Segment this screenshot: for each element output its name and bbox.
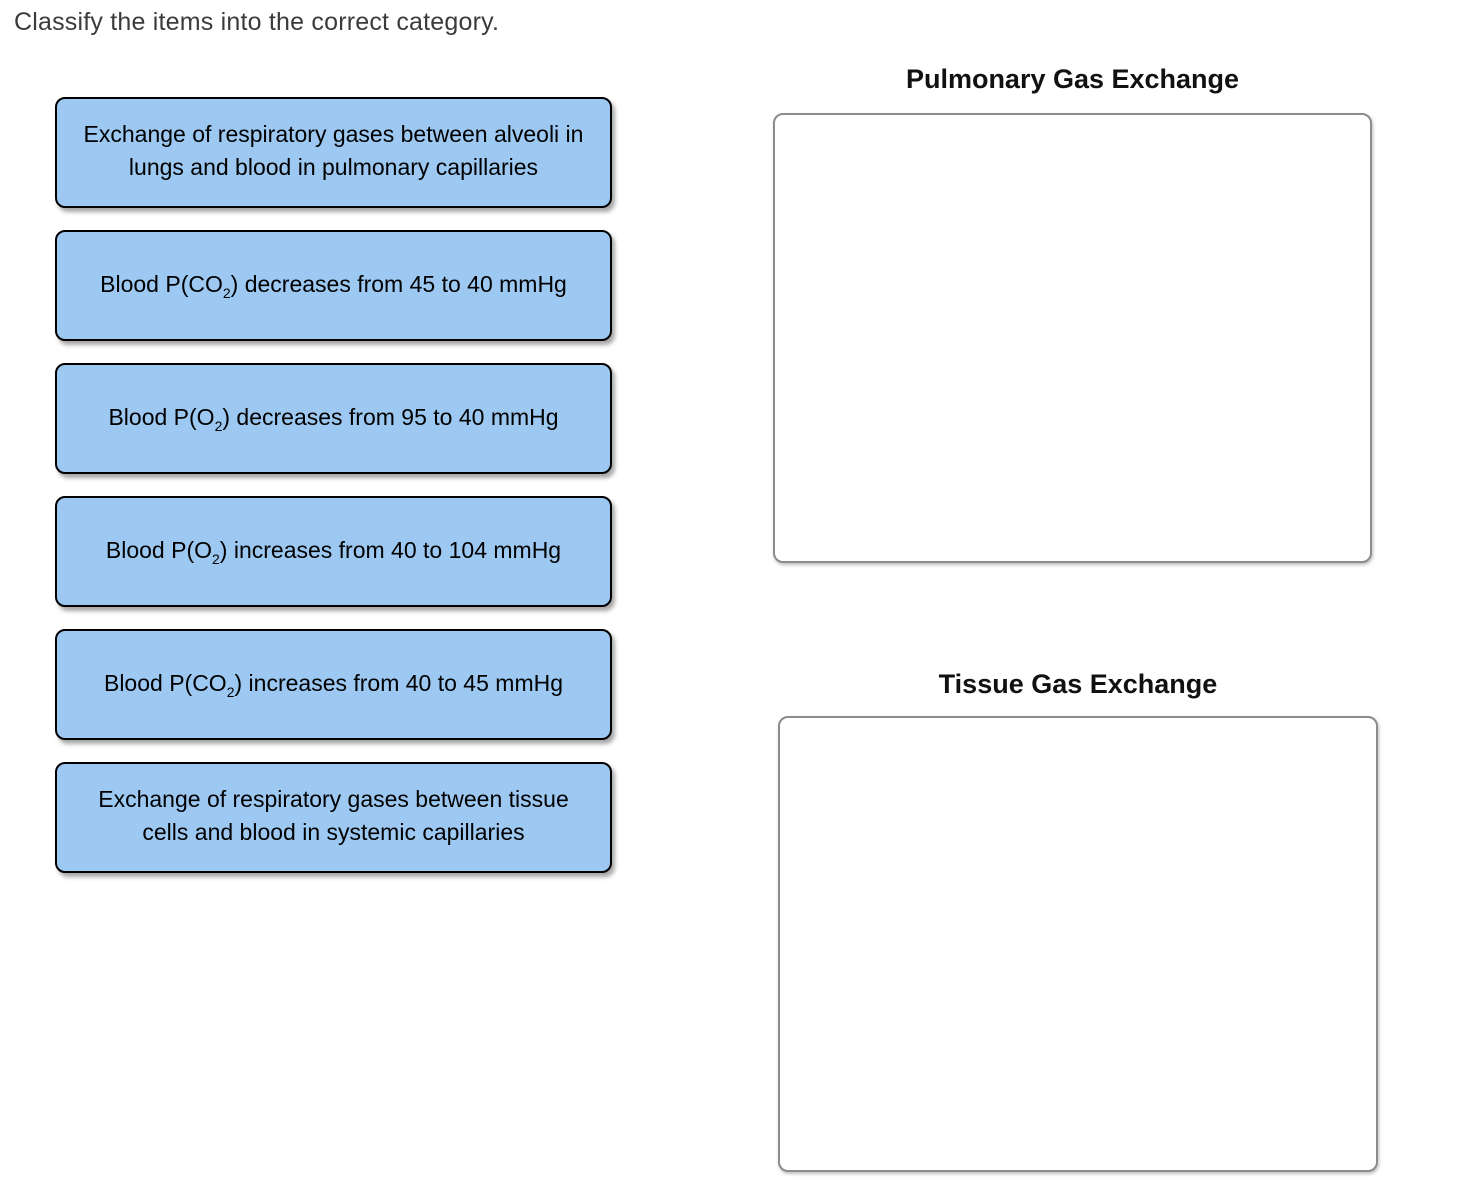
draggable-item-po2-decreases[interactable]: Blood P(O2) decreases from 95 to 40 mmHg [55, 363, 612, 474]
draggable-item-pco2-decreases[interactable]: Blood P(CO2) decreases from 45 to 40 mmH… [55, 230, 612, 341]
draggable-item-tissue-exchange[interactable]: Exchange of respiratory gases between ti… [55, 762, 612, 873]
item-label: Blood P(O2) increases from 40 to 104 mmH… [105, 536, 562, 567]
draggable-item-po2-increases[interactable]: Blood P(O2) increases from 40 to 104 mmH… [55, 496, 612, 607]
item-label: Blood P(CO2) increases from 40 to 45 mmH… [103, 669, 564, 700]
item-label: Blood P(CO2) decreases from 45 to 40 mmH… [100, 270, 567, 301]
item-label: Exchange of respiratory gases between ti… [98, 786, 569, 845]
category-title-pulmonary-gas-exchange: Pulmonary Gas Exchange [905, 64, 1240, 94]
item-label: Exchange of respiratory gases between al… [83, 121, 584, 180]
draggable-items-list: Exchange of respiratory gases between al… [55, 97, 612, 873]
dropzone-tissue-gas-exchange[interactable] [778, 716, 1378, 1172]
instruction-text: Classify the items into the correct cate… [14, 8, 500, 36]
category-title-tissue-gas-exchange: Tissue Gas Exchange [938, 669, 1218, 699]
draggable-item-alveoli-exchange[interactable]: Exchange of respiratory gases between al… [55, 97, 612, 208]
draggable-item-pco2-increases[interactable]: Blood P(CO2) increases from 40 to 45 mmH… [55, 629, 612, 740]
dropzone-pulmonary-gas-exchange[interactable] [773, 113, 1372, 563]
item-label: Blood P(O2) decreases from 95 to 40 mmHg [108, 403, 559, 434]
